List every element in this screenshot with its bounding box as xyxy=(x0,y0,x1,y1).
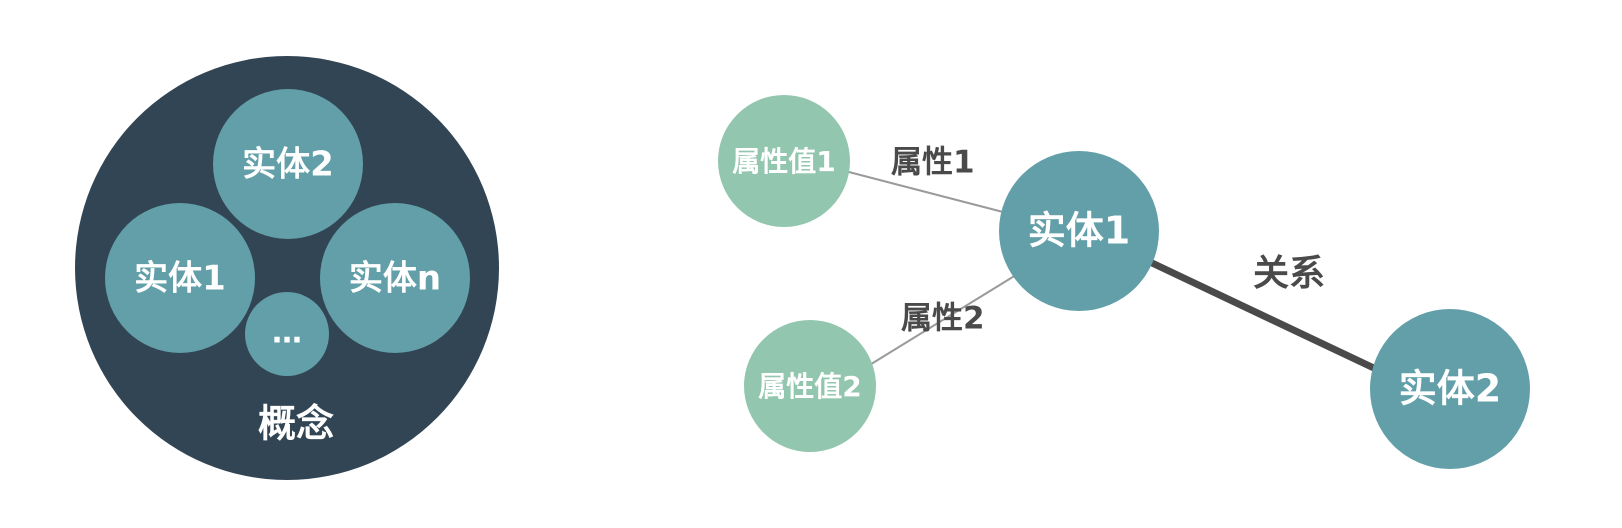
concept-label: 概念 xyxy=(258,402,334,446)
attribute-value-2-circle xyxy=(744,320,876,452)
entity-2-circle xyxy=(213,89,363,239)
attribute-value-1-label: 属性值1 xyxy=(732,145,835,178)
graph-entity-1-label: 实体1 xyxy=(1028,209,1130,253)
entity-1-label: 实体1 xyxy=(134,259,226,299)
entity-1-circle xyxy=(105,203,255,353)
attribute-1-label: 属性1 xyxy=(891,145,975,181)
entity-n-circle xyxy=(320,203,470,353)
graph-group: 属性值1 属性值2 实体1 实体2 属性1 属性2 关系 xyxy=(718,95,1530,469)
attribute-2-edge xyxy=(867,274,1017,367)
concept-circle xyxy=(75,56,499,480)
concept-group: 实体2 实体1 实体n … 概念 xyxy=(75,56,499,480)
graph-entity-1-circle xyxy=(999,151,1159,311)
attribute-value-2-label: 属性值2 xyxy=(758,370,861,403)
entity-n-label: 实体n xyxy=(349,259,441,299)
graph-entity-2-circle xyxy=(1370,309,1530,469)
graph-entity-2-label: 实体2 xyxy=(1399,367,1501,411)
ellipsis-circle xyxy=(245,292,329,376)
entity-2-label: 实体2 xyxy=(242,145,334,185)
ellipsis-label: … xyxy=(272,316,302,351)
attribute-value-1-circle xyxy=(718,95,850,227)
attribute-2-label: 属性2 xyxy=(901,301,985,337)
attribute-1-edge xyxy=(844,170,1004,213)
relation-label: 关系 xyxy=(1253,253,1325,294)
relation-edge xyxy=(1148,258,1380,374)
